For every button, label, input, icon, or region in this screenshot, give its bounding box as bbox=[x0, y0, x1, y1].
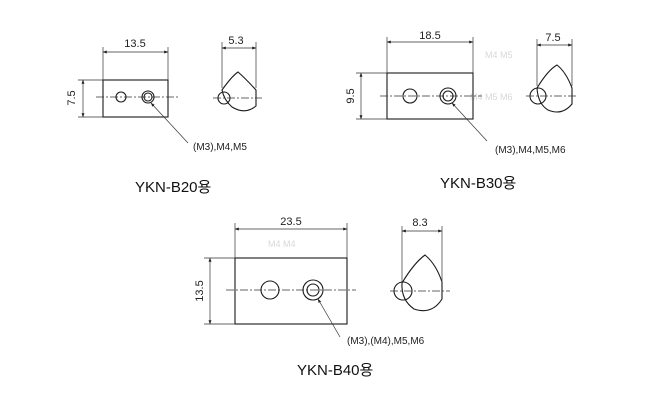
b30-hole-left bbox=[402, 88, 418, 104]
b30-thread-note: (M3),M4,M5,M6 bbox=[495, 145, 566, 156]
b20-front-view: 13.5 7.5 (M3),M4,M5 bbox=[66, 38, 247, 153]
b30-leader-line bbox=[451, 102, 488, 142]
b40-body-outline bbox=[234, 257, 348, 325]
b20-thread-note: (M3),M4,M5 bbox=[193, 142, 247, 153]
b20-side-profile bbox=[221, 71, 257, 112]
b40-hole-right-inner bbox=[306, 283, 320, 297]
b20-leader-line bbox=[150, 102, 189, 144]
b20-body-outline bbox=[102, 79, 169, 118]
b40-side-view: 8.3 bbox=[390, 217, 450, 312]
b20-width-label: 13.5 bbox=[124, 38, 145, 50]
b20-depth-label: 5.3 bbox=[228, 35, 243, 47]
svg-text:M4 M5: M4 M5 bbox=[485, 50, 513, 60]
part-b40: 23.5 13.5 (M3),(M4),M5,M6 8.3 YKN-B40용 bbox=[194, 216, 450, 379]
b20-height-label: 7.5 bbox=[66, 90, 78, 105]
b40-height-label: 13.5 bbox=[194, 280, 206, 301]
b30-hole-right-inner bbox=[442, 90, 454, 102]
b30-width-label: 18.5 bbox=[419, 30, 440, 42]
b30-front-view: 18.5 9.5 (M3),M4,M5,M6 bbox=[345, 30, 566, 156]
b40-hole-left bbox=[260, 280, 280, 300]
b40-depth-label: 8.3 bbox=[412, 217, 427, 229]
background-ghost-marks: M4 M5 M4 M5 M6 M4 M4 bbox=[268, 50, 513, 249]
b30-side-profile bbox=[536, 64, 573, 113]
b20-hole-right-inner bbox=[143, 92, 153, 102]
b40-hole-right-outer bbox=[302, 279, 324, 301]
b40-side-profile bbox=[401, 254, 443, 312]
b20-side-view: 5.3 bbox=[213, 35, 262, 112]
b20-title: YKN-B20용 bbox=[135, 179, 211, 196]
svg-text:M4 M5 M6: M4 M5 M6 bbox=[470, 92, 513, 102]
b20-hole-left bbox=[115, 91, 127, 103]
b40-width-label: 23.5 bbox=[280, 216, 301, 228]
part-b30: 18.5 9.5 (M3),M4,M5,M6 7.5 YKN-B30용 bbox=[345, 30, 578, 192]
b40-leader-line bbox=[317, 298, 341, 338]
b40-front-view: 23.5 13.5 (M3),(M4),M5,M6 bbox=[194, 216, 425, 347]
b20-hole-right-outer bbox=[141, 90, 155, 104]
b40-title: YKN-B40용 bbox=[297, 362, 373, 379]
part-b20: 13.5 7.5 (M3),M4,M5 5.3 YKN-B20용 bbox=[66, 35, 262, 196]
svg-text:M4 M4: M4 M4 bbox=[268, 239, 296, 249]
b30-side-view: 7.5 bbox=[526, 32, 578, 113]
b30-height-label: 9.5 bbox=[345, 88, 357, 103]
b40-thread-note: (M3),(M4),M5,M6 bbox=[347, 336, 425, 347]
b30-depth-label: 7.5 bbox=[545, 32, 560, 44]
b30-title: YKN-B30용 bbox=[440, 175, 516, 192]
b30-hole-right-outer bbox=[439, 87, 457, 105]
